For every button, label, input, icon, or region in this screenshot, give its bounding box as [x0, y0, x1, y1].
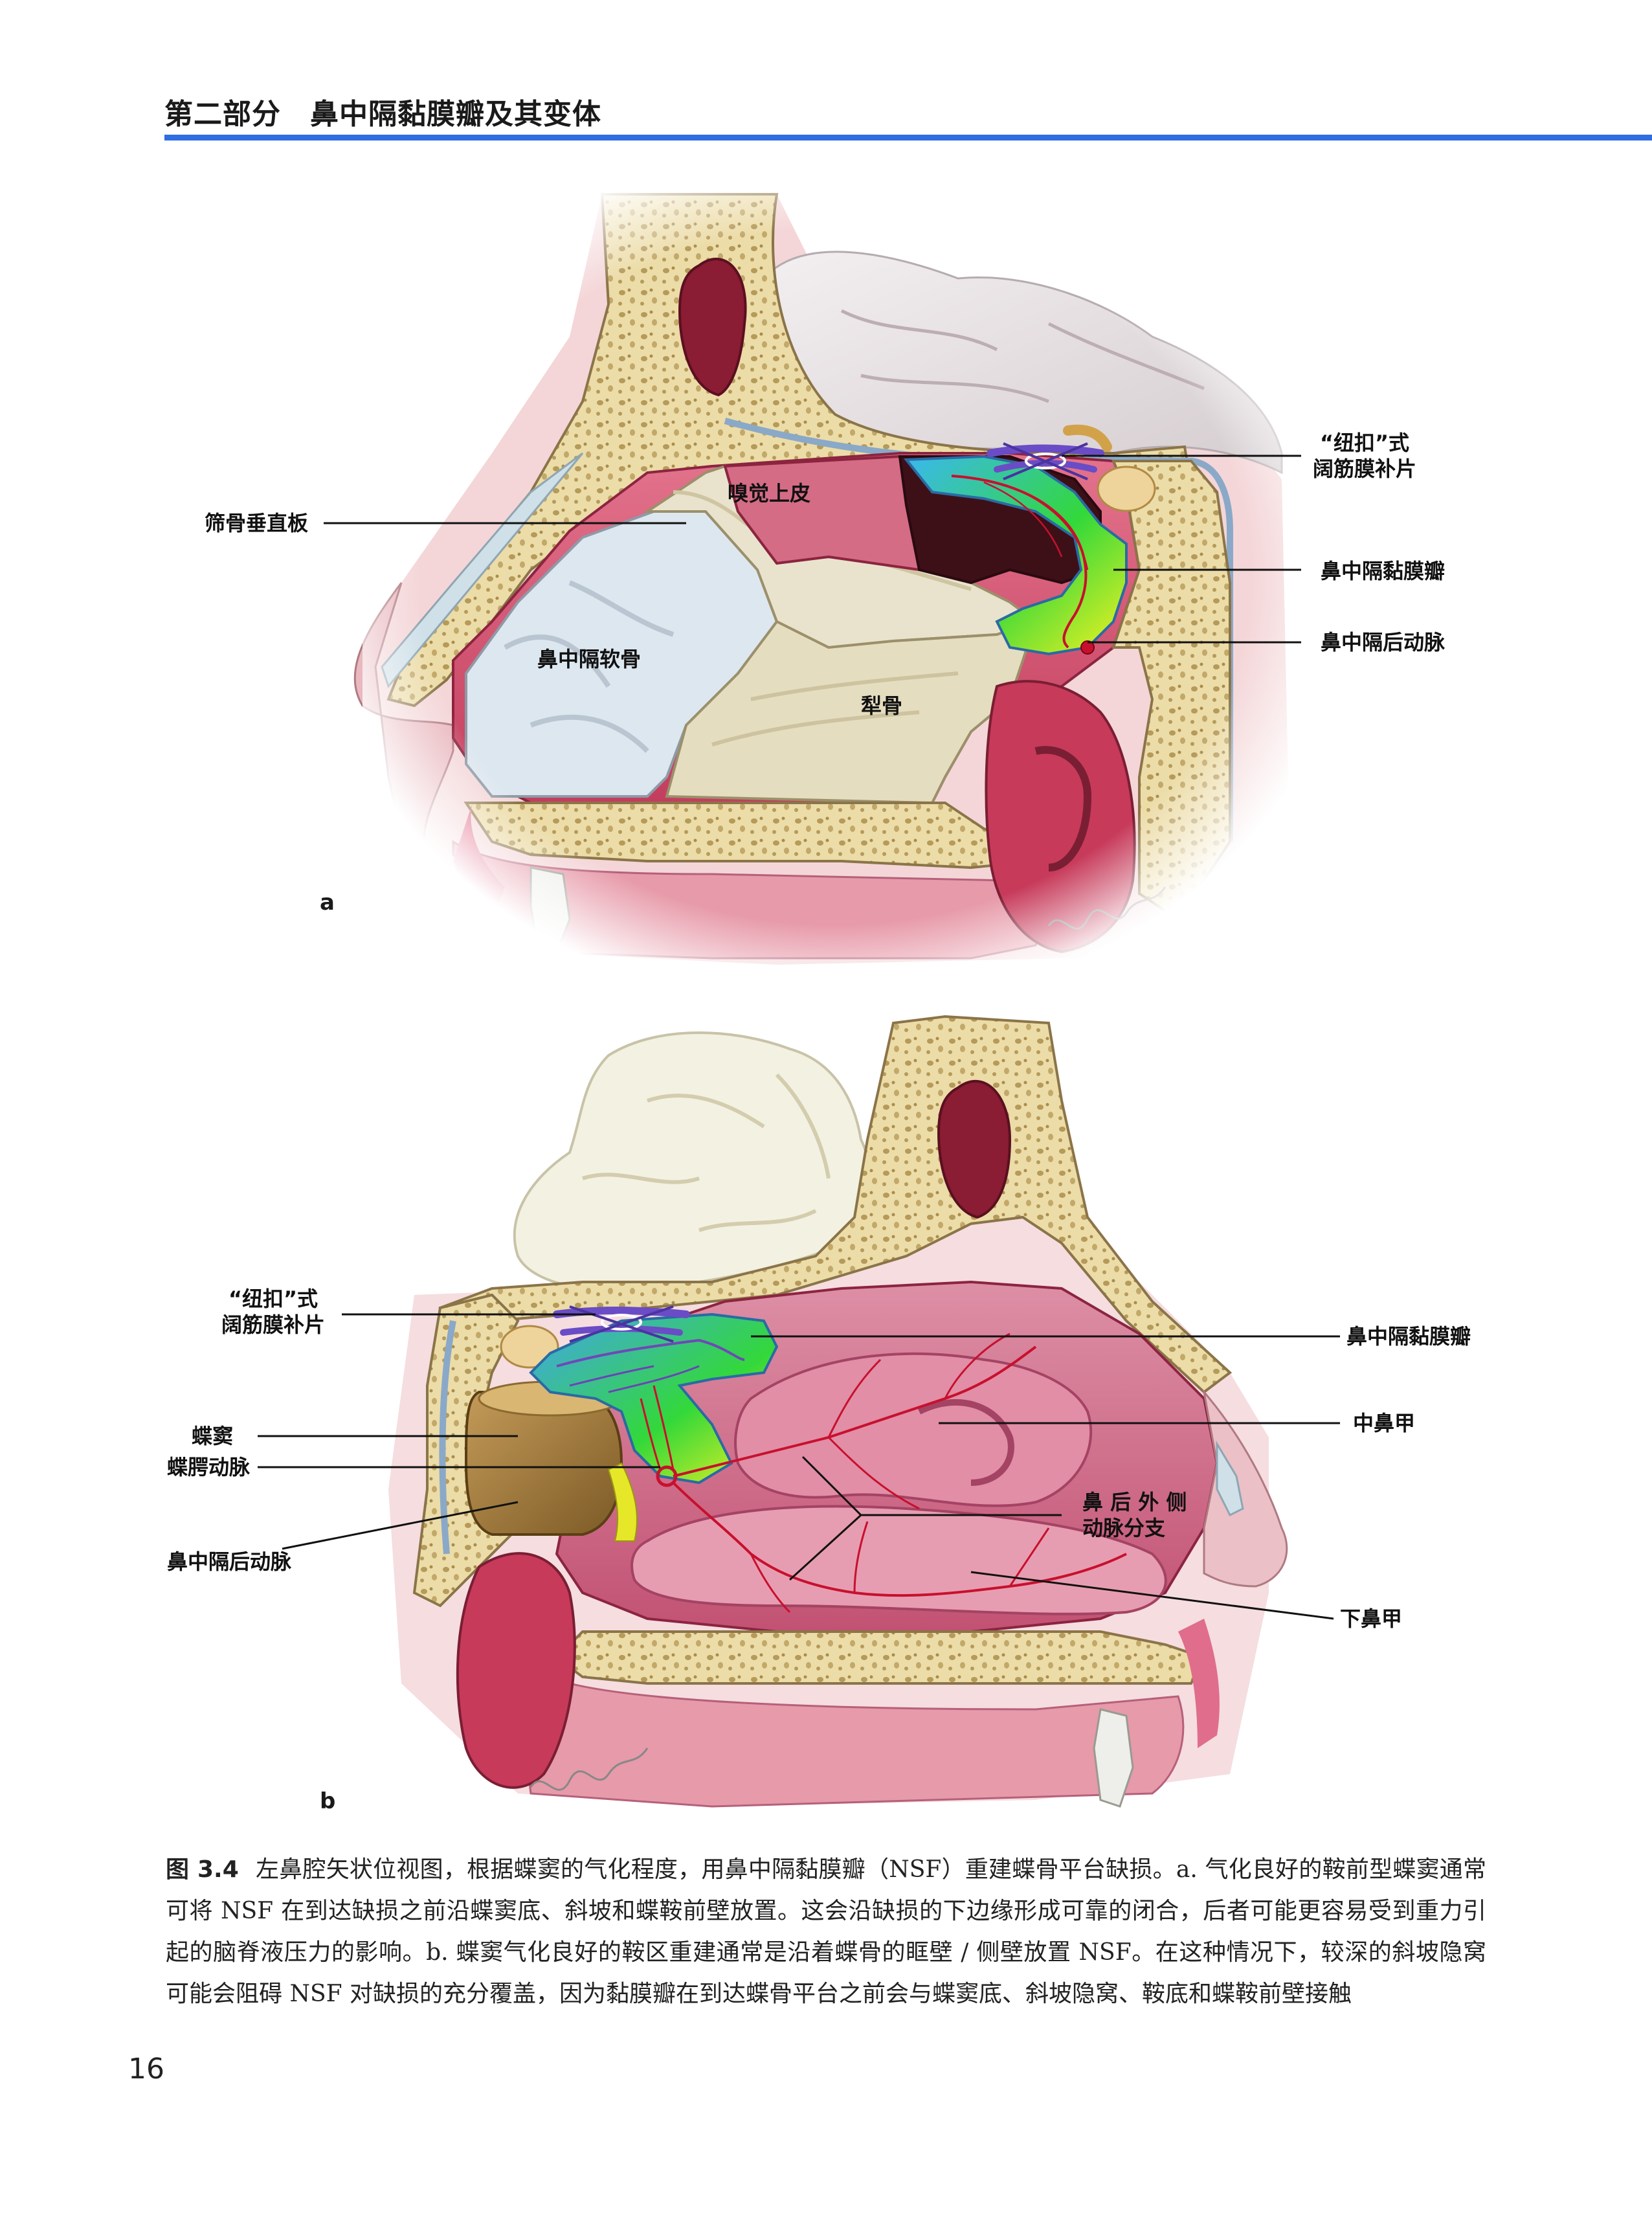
label-button-graft-b-line2: 阔筋膜补片 — [221, 1312, 325, 1337]
running-header: 第二部分 鼻中隔黏膜瓣及其变体 — [164, 98, 601, 131]
label-septal-cartilage: 鼻中隔软骨 — [537, 647, 642, 671]
label-sphenopalatine-artery: 蝶腭动脉 — [167, 1455, 251, 1479]
label-posterior-lateral-line2: 动脉分支 — [1082, 1516, 1166, 1540]
button-graft-b — [553, 1305, 690, 1343]
label-vomer: 犁骨 — [861, 693, 903, 718]
figure-a-leader-lines — [324, 455, 1301, 644]
label-inferior-turbinate: 下鼻甲 — [1340, 1606, 1403, 1631]
label-button-graft-a-line2: 阔筋膜补片 — [1312, 456, 1416, 481]
label-perpendicular-plate: 筛骨垂直板 — [205, 511, 309, 535]
label-sphenoid-sinus: 蝶窦 — [192, 1424, 234, 1448]
panel-letter-a: a — [320, 890, 335, 916]
label-nasoseptal-flap-b: 鼻中隔黏膜瓣 — [1346, 1324, 1471, 1349]
label-posterior-lateral-line1: 鼻 后 外 侧 — [1082, 1490, 1187, 1514]
label-middle-turbinate: 中鼻甲 — [1353, 1411, 1416, 1435]
label-posterior-septal-artery-a: 鼻中隔后动脉 — [1321, 630, 1446, 655]
label-nasoseptal-flap-a: 鼻中隔黏膜瓣 — [1321, 559, 1446, 583]
label-olfactory-epithelium: 嗅觉上皮 — [728, 481, 811, 506]
caption-text: 左鼻腔矢状位视图，根据蝶窦的气化程度，用鼻中隔黏膜瓣（NSF）重建蝶骨平台缺损。… — [166, 1856, 1486, 2007]
header-rule — [164, 135, 1652, 141]
caption-figure-number: 图 3.4 — [166, 1856, 239, 1883]
figure-a-illustration — [353, 181, 1308, 971]
figure-b-leader-lines — [258, 1313, 1340, 1620]
page-number: 16 — [128, 2052, 164, 2085]
figure-b-illustration — [388, 1015, 1288, 1808]
label-button-graft-a-line1: “纽扣”式 — [1319, 431, 1410, 455]
label-button-graft-b-line1: “纽扣”式 — [228, 1287, 318, 1311]
label-posterior-septal-artery-b: 鼻中隔后动脉 — [167, 1549, 292, 1574]
panel-letter-b: b — [320, 1788, 336, 1814]
